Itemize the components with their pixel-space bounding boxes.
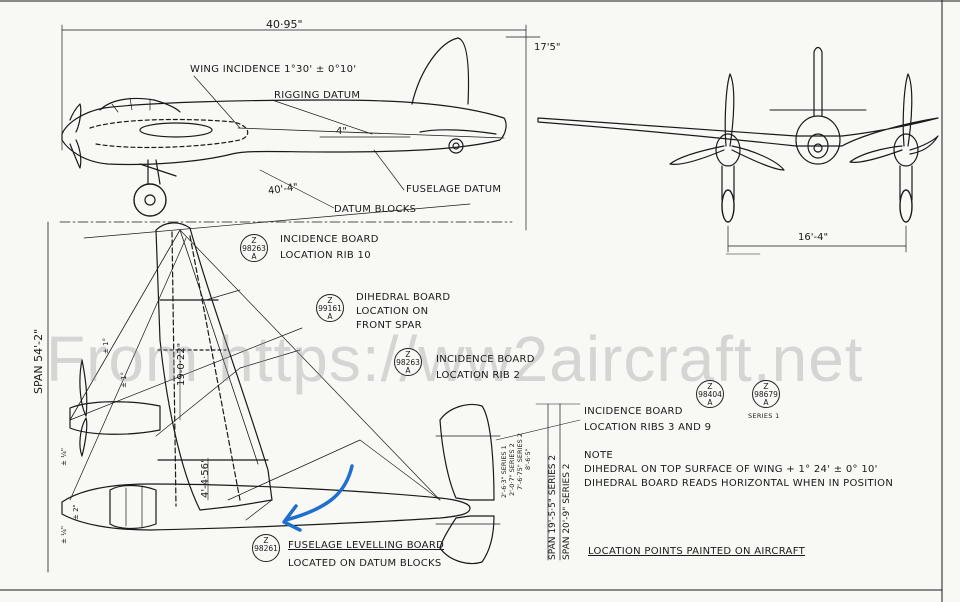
span-dim: SPAN 54'-2" xyxy=(32,328,45,394)
plan-view xyxy=(47,221,581,573)
badge-rib10: Z 98263 A xyxy=(240,234,268,262)
badge-levelling-mid: 98261 xyxy=(254,544,278,553)
height-dim: 17'5" xyxy=(534,42,561,53)
annotation-arrow xyxy=(282,464,354,532)
badge-rib10-mid: 98263 xyxy=(242,244,266,253)
tail-small-dim-4: 8'-6·5" xyxy=(524,448,532,470)
overall-length-dim: 40·95" xyxy=(266,18,303,31)
incidence-rib10-line2: LOCATION RIB 10 xyxy=(280,250,371,261)
dihedral-line1: DIHEDRAL BOARD xyxy=(356,292,451,303)
badge-ribs39-b-top: Z xyxy=(763,382,769,391)
side-view xyxy=(59,24,541,239)
tail-small-dim-3: 7'-6·75" SERIES 2 xyxy=(516,433,524,490)
incidence-rib2-line1: INCIDENCE BOARD xyxy=(436,354,535,365)
tail-small-dim-1: 2'-6·3" SERIES 1 xyxy=(500,445,508,498)
note-line2: DIHEDRAL BOARD READS HORIZONTAL WHEN IN … xyxy=(584,478,894,489)
tail-span-s2-dim: SPAN 19'-5·5" SERIES 2 xyxy=(548,454,558,560)
badge-ribs39-b-bot: A xyxy=(763,398,769,407)
badge-dihedral-top: Z xyxy=(327,296,333,305)
badge-ribs39-b: Z 98679 A xyxy=(752,380,780,408)
side-small-dim-2: ± ¼" xyxy=(60,525,68,544)
badge-rib10-top: Z xyxy=(251,236,257,245)
badge-rib2-mid: 98263 xyxy=(396,358,420,367)
badge-levelling-top: Z xyxy=(263,536,269,545)
badge-rib2-bot: A xyxy=(405,366,411,375)
wing-root-dim-1: ± 1° xyxy=(102,337,110,354)
series1-label: SERIES 1 xyxy=(748,412,780,420)
dihedral-line3: FRONT SPAR xyxy=(356,320,422,331)
badge-ribs39-a: Z 98404 A xyxy=(696,380,724,408)
badge-ribs39-a-bot: A xyxy=(707,398,713,407)
dihedral-line2: LOCATION ON xyxy=(356,306,429,317)
side-small-dim-3: ± 2" xyxy=(72,504,80,520)
rigging-datum-label: RIGGING DATUM xyxy=(274,90,361,101)
badge-ribs39-a-top: Z xyxy=(707,382,713,391)
badge-rib2-top: Z xyxy=(405,350,411,359)
side-small-dim-1: ± ¼" xyxy=(60,447,68,466)
datum-blocks-label: DATUM BLOCKS xyxy=(334,204,417,215)
levelling-line1: FUSELAGE LEVELLING BOARD xyxy=(288,540,445,551)
wing-root-dim-2: ± 1° xyxy=(120,371,128,388)
note-title: NOTE xyxy=(584,450,613,461)
rigging-offset-dim: 4" xyxy=(336,126,347,137)
incidence-rib2-line2: LOCATION RIB 2 xyxy=(436,370,521,381)
incidence-rib10-line1: INCIDENCE BOARD xyxy=(280,234,379,245)
badge-dihedral-bot: A xyxy=(327,312,333,321)
tail-small-dim-2: 2'-0·7" SERIES 2 xyxy=(508,443,516,496)
badge-dihedral-mid: 99161 xyxy=(318,304,342,313)
note-line1: DIHEDRAL ON TOP SURFACE OF WING + 1° 24'… xyxy=(584,464,878,475)
levelling-line2: LOCATED ON DATUM BLOCKS xyxy=(288,558,442,569)
painted-label: LOCATION POINTS PAINTED ON AIRCRAFT xyxy=(588,546,805,557)
track-dim: 16'-4" xyxy=(798,232,829,243)
fuselage-datum-label: FUSELAGE DATUM xyxy=(406,184,502,195)
wing-incidence-label: WING INCIDENCE 1°30' ± 0°10' xyxy=(190,64,357,75)
badge-ribs39-a-mid: 98404 xyxy=(698,390,722,399)
incidence-ribs39-line2: LOCATION RIBS 3 AND 9 xyxy=(584,422,712,433)
badge-ribs39-b-mid: 98679 xyxy=(754,390,778,399)
incidence-ribs39-line1: INCIDENCE BOARD xyxy=(584,406,683,417)
badge-dihedral: Z 99161 A xyxy=(316,294,344,322)
tail-span-s1-dim: SPAN 20'-9" SERIES 2 xyxy=(562,463,572,560)
badge-rib10-bot: A xyxy=(251,252,257,261)
inner-offset-dim: 4'-4·56" xyxy=(200,458,211,498)
half-span-chord-dim: 19-0·22" xyxy=(176,342,187,386)
watermark-text: From https://ww2aircraft.net xyxy=(46,323,864,395)
badge-rib2: Z 98263 A xyxy=(394,348,422,376)
front-view xyxy=(537,46,939,255)
badge-levelling: Z 98261 xyxy=(252,534,280,562)
